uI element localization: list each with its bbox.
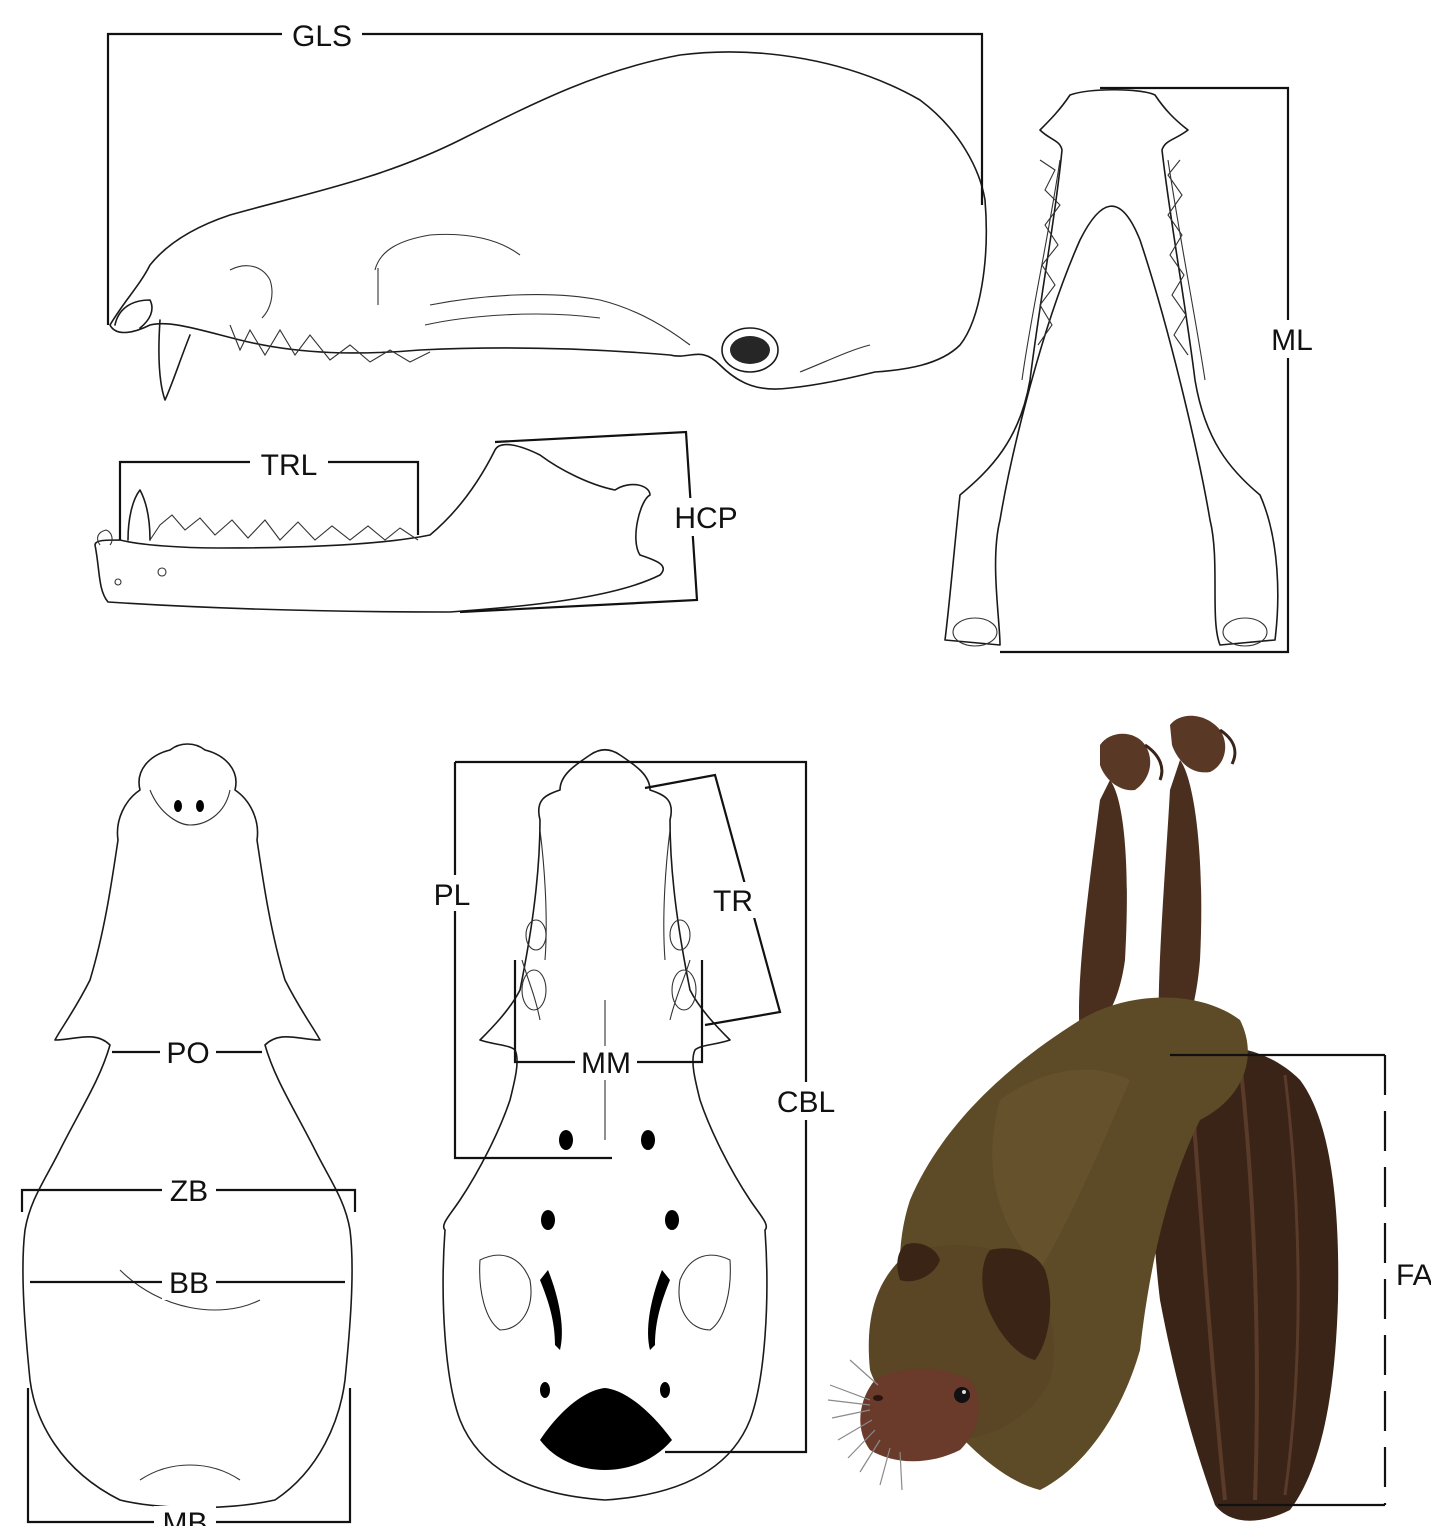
skull-lateral-view xyxy=(110,52,986,400)
zb-measure: ZB xyxy=(22,1174,355,1212)
mandible-dorsal-view xyxy=(945,90,1278,646)
trl-label: TRL xyxy=(261,449,318,482)
po-measure: PO xyxy=(112,1036,262,1070)
bb-label: BB xyxy=(169,1267,209,1300)
po-label: PO xyxy=(166,1037,209,1070)
gls-label: GLS xyxy=(292,20,352,53)
cbl-bracket: CBL xyxy=(455,762,842,1452)
skull-dorsal-view xyxy=(23,744,352,1508)
pl-label: PL xyxy=(434,879,471,912)
ml-bracket: ML xyxy=(1000,88,1322,652)
skull-ventral-view xyxy=(443,750,767,1500)
tr-bracket: TR xyxy=(645,775,780,1025)
tr-label: TR xyxy=(713,885,753,918)
mb-label: MB xyxy=(163,1507,208,1526)
gls-bracket: GLS xyxy=(108,16,982,325)
mb-measure: MB xyxy=(28,1388,350,1526)
cbl-label: CBL xyxy=(777,1086,835,1119)
hcp-bracket: HCP xyxy=(460,432,748,612)
fa-label: FA xyxy=(1396,1259,1431,1292)
ml-label: ML xyxy=(1271,324,1313,357)
pl-bracket: PL xyxy=(428,762,612,1158)
bat-illustration xyxy=(828,716,1338,1521)
mandible-lateral-view xyxy=(95,445,663,612)
zb-label: ZB xyxy=(170,1175,208,1208)
bb-measure: BB xyxy=(30,1266,345,1300)
hcp-label: HCP xyxy=(674,502,737,535)
mm-label: MM xyxy=(581,1047,631,1080)
